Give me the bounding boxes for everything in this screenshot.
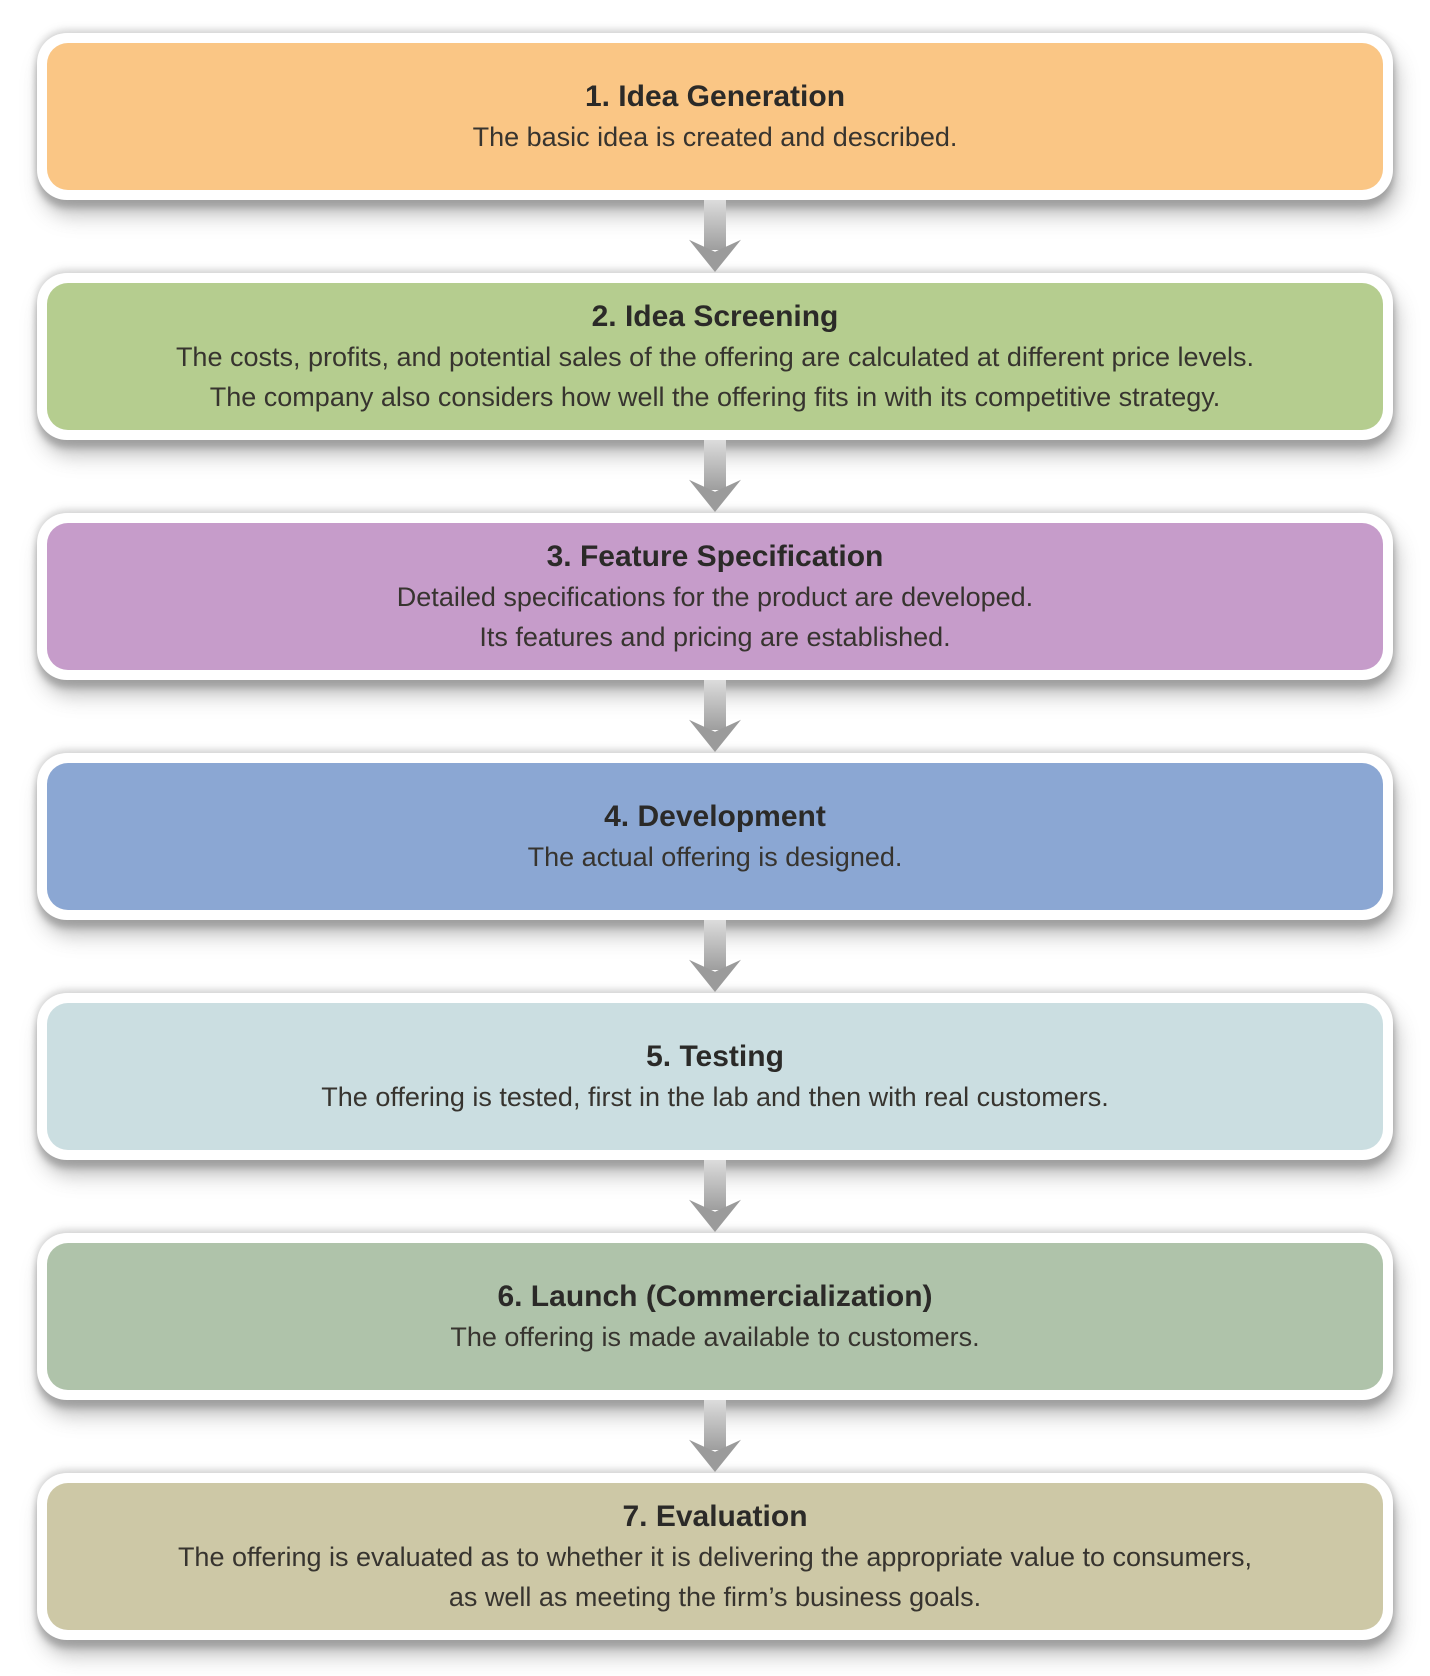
arrow-shaft bbox=[704, 1160, 726, 1210]
step-body: 2. Idea Screening The costs, profits, an… bbox=[47, 283, 1383, 430]
step-description-line: The actual offering is designed. bbox=[527, 841, 903, 872]
step-body: 4. Development The actual offering is de… bbox=[47, 763, 1383, 910]
step-description-line: The offering is made available to custom… bbox=[450, 1321, 980, 1352]
step-feature-specification: 3. Feature Specification Detailed specif… bbox=[37, 513, 1393, 680]
step-description-line: Detailed specifications for the product … bbox=[396, 581, 1034, 612]
arrow-shaft bbox=[704, 680, 726, 730]
step-description-line: The offering is tested, first in the lab… bbox=[321, 1081, 1109, 1112]
step-body: 5. Testing The offering is tested, first… bbox=[47, 1003, 1383, 1150]
step-development: 4. Development The actual offering is de… bbox=[37, 753, 1393, 920]
step-body: 1. Idea Generation The basic idea is cre… bbox=[47, 43, 1383, 190]
step-heading: 7. Evaluation bbox=[622, 1499, 808, 1533]
step-heading: 3. Feature Specification bbox=[546, 539, 884, 573]
flow-connector bbox=[37, 440, 1393, 513]
arrow-shaft bbox=[704, 1400, 726, 1450]
step-description-line: The basic idea is created and described. bbox=[472, 121, 958, 152]
step-body: 3. Feature Specification Detailed specif… bbox=[47, 523, 1383, 670]
flow-connector bbox=[37, 1160, 1393, 1233]
step-idea-screening: 2. Idea Screening The costs, profits, an… bbox=[37, 273, 1393, 440]
arrow-shaft bbox=[704, 200, 726, 250]
step-heading: 4. Development bbox=[604, 799, 826, 833]
step-description-line: The offering is evaluated as to whether … bbox=[177, 1541, 1253, 1572]
flow-connector bbox=[37, 1400, 1393, 1473]
step-body: 7. Evaluation The offering is evaluated … bbox=[47, 1483, 1383, 1630]
step-idea-generation: 1. Idea Generation The basic idea is cre… bbox=[37, 33, 1393, 200]
step-evaluation: 7. Evaluation The offering is evaluated … bbox=[37, 1473, 1393, 1640]
step-heading: 2. Idea Screening bbox=[591, 299, 839, 333]
step-heading: 1. Idea Generation bbox=[584, 79, 846, 113]
flow-connector bbox=[37, 920, 1393, 993]
arrow-shaft bbox=[704, 440, 726, 490]
step-description-line: as well as meeting the firm’s business g… bbox=[448, 1581, 982, 1612]
step-heading: 6. Launch (Commercialization) bbox=[497, 1279, 933, 1313]
step-description-line: The costs, profits, and potential sales … bbox=[175, 341, 1255, 372]
flow-connector bbox=[37, 680, 1393, 753]
step-heading: 5. Testing bbox=[646, 1039, 784, 1073]
arrow-shaft bbox=[704, 920, 726, 970]
step-body: 6. Launch (Commercialization) The offeri… bbox=[47, 1243, 1383, 1390]
flow-connector bbox=[37, 200, 1393, 273]
step-description-line: The company also considers how well the … bbox=[209, 381, 1221, 412]
step-launch-commercialization: 6. Launch (Commercialization) The offeri… bbox=[37, 1233, 1393, 1400]
step-testing: 5. Testing The offering is tested, first… bbox=[37, 993, 1393, 1160]
step-description-line: Its features and pricing are established… bbox=[479, 621, 951, 652]
